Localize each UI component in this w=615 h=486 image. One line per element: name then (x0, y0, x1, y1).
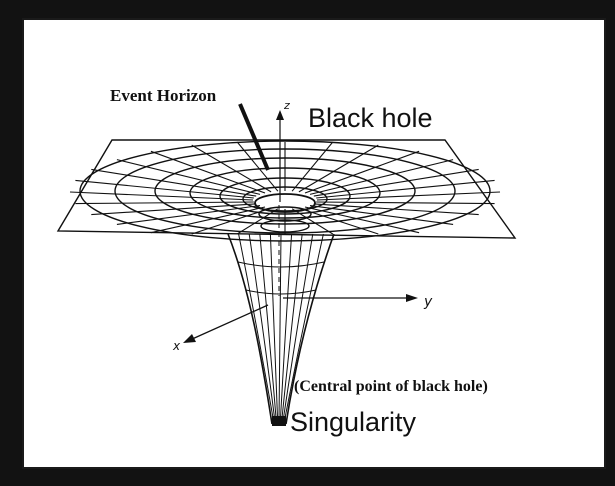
event-horizon-pointer (238, 103, 270, 171)
spacetime-grid (56, 139, 517, 242)
funnel-cross-rings (237, 261, 325, 295)
singularity-label: Singularity (290, 407, 417, 437)
event-horizon-label: Event Horizon (110, 86, 217, 105)
funnel-line (248, 233, 276, 421)
grid-radial-line (313, 203, 479, 216)
grid-radial-line (313, 168, 479, 197)
funnel-line (284, 233, 324, 421)
x-axis-label: x (172, 339, 181, 353)
gravity-well-funnel (227, 233, 335, 425)
z-axis-label: z (283, 99, 290, 112)
funnel-left-edge (227, 233, 273, 425)
funnel-line (278, 233, 282, 421)
z-axis (276, 110, 284, 202)
singularity-tip (272, 416, 286, 426)
grid-radial-line (75, 201, 254, 205)
grid-radial-line (116, 159, 261, 195)
grid-radial-lines (69, 141, 501, 235)
grid-radial-line (191, 207, 272, 235)
grid-radial-line (236, 208, 279, 235)
grid-radial-line (236, 141, 279, 192)
grid-radial-line (309, 205, 454, 225)
grid-radial-line (309, 159, 454, 195)
grid-radial-line (150, 206, 266, 234)
grid-radial-line (291, 208, 334, 235)
grid-radial-line (69, 191, 254, 201)
grid-radial-line (316, 201, 495, 205)
grid-radial-line (316, 179, 495, 199)
y-axis-label: y (423, 294, 433, 310)
funnel-line (281, 233, 303, 421)
grid-ring (79, 140, 491, 242)
grid-radial-line (75, 179, 254, 199)
funnel-line (269, 233, 279, 421)
central-point-label: (Central point of black hole) (294, 378, 488, 395)
funnel-grid-lines (238, 233, 324, 421)
x-axis (183, 304, 269, 343)
funnel-right-edge (285, 233, 335, 425)
funnel-line (282, 233, 314, 421)
diagram-panel (22, 18, 606, 469)
grid-radial-line (304, 206, 420, 234)
grid-radial-line (150, 150, 266, 194)
grid-sheet-outline (56, 139, 517, 239)
funnel-line (279, 233, 293, 421)
grid-radial-line (298, 144, 379, 193)
grid-radial-line (116, 205, 261, 225)
grid-radial-line (91, 203, 257, 216)
funnel-line (259, 233, 277, 421)
y-axis (283, 294, 418, 302)
grid-radial-line (304, 150, 420, 194)
black-hole-label: Black hole (308, 103, 433, 133)
grid-radial-line (316, 191, 501, 201)
grid-radial-line (91, 168, 257, 197)
grid-radial-line (298, 207, 379, 235)
funnel-line (238, 233, 274, 421)
grid-radial-line (291, 141, 334, 192)
grid-radial-line (191, 144, 272, 193)
